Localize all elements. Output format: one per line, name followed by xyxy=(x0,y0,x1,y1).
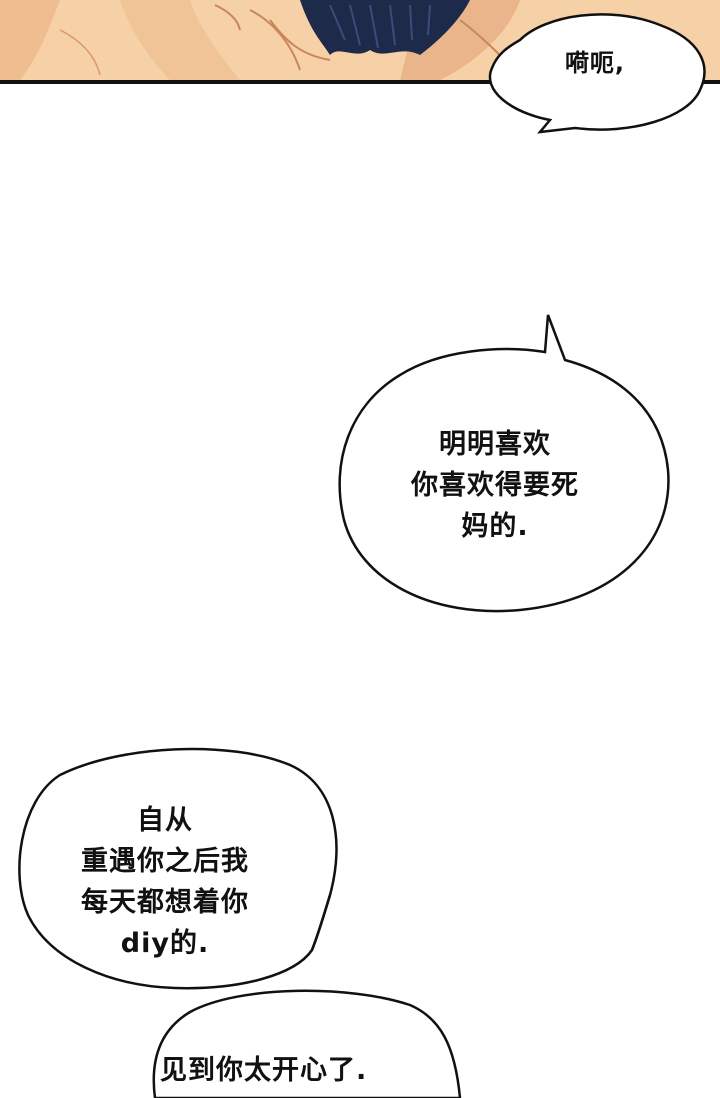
speech-text-4: 见到你太开心了. xyxy=(160,1055,368,1086)
speech-text-1: 嗬呃, xyxy=(564,49,626,77)
speech-bubble-4 xyxy=(152,989,462,1098)
speech-text-2: 明明喜欢 你喜欢得要死 妈的. xyxy=(411,429,579,542)
speech-bubble-1 xyxy=(488,13,706,134)
speech-text-3: 自从 重遇你之后我 每天都想着你 diy的. xyxy=(81,805,249,959)
speech-bubble-3 xyxy=(18,747,338,990)
speech-bubble-2 xyxy=(338,314,670,613)
